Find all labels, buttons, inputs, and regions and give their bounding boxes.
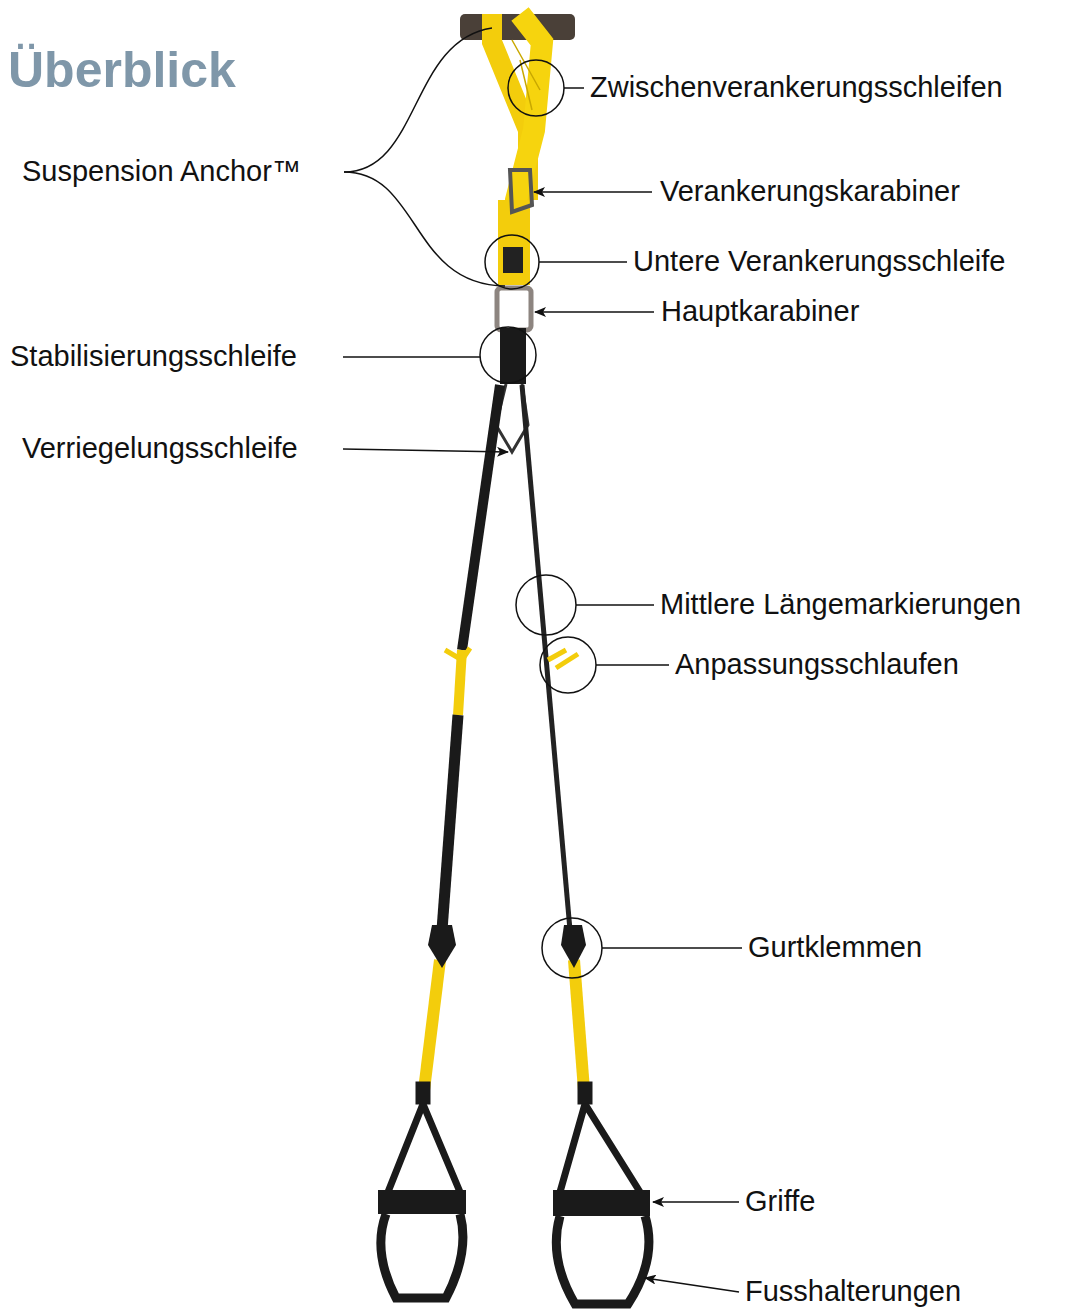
part-label: Zwischenverankerungsschleifen — [590, 71, 1003, 104]
part-label: Suspension Anchor™ — [22, 155, 301, 188]
main-carabiner — [497, 288, 531, 330]
part-label: Mittlere Längemarkierungen — [660, 588, 1021, 621]
part-label: Gurtklemmen — [748, 931, 922, 964]
anchor-strap — [492, 14, 542, 285]
right-handle — [553, 1082, 650, 1304]
part-label: Stabilisierungsschleife — [10, 340, 297, 373]
anchor-carabiner — [510, 170, 532, 212]
page-title: Überblick — [8, 43, 236, 98]
part-label: Verriegelungsschleife — [22, 432, 298, 465]
left-handle — [378, 1082, 466, 1298]
part-label: Verankerungskarabiner — [660, 175, 960, 208]
stabilisation-strap — [500, 328, 526, 384]
strap-buckle — [561, 925, 586, 968]
part-label: Anpassungsschlaufen — [675, 648, 959, 681]
strap-buckle — [428, 925, 456, 968]
lower-anchor-loop — [503, 247, 523, 273]
right-strap — [522, 385, 584, 1090]
part-label: Griffe — [745, 1185, 815, 1218]
part-label: Hauptkarabiner — [661, 295, 859, 328]
part-label: Untere Verankerungsschleife — [633, 245, 1005, 278]
left-strap — [424, 385, 500, 1090]
part-label: Fusshalterungen — [745, 1275, 961, 1308]
